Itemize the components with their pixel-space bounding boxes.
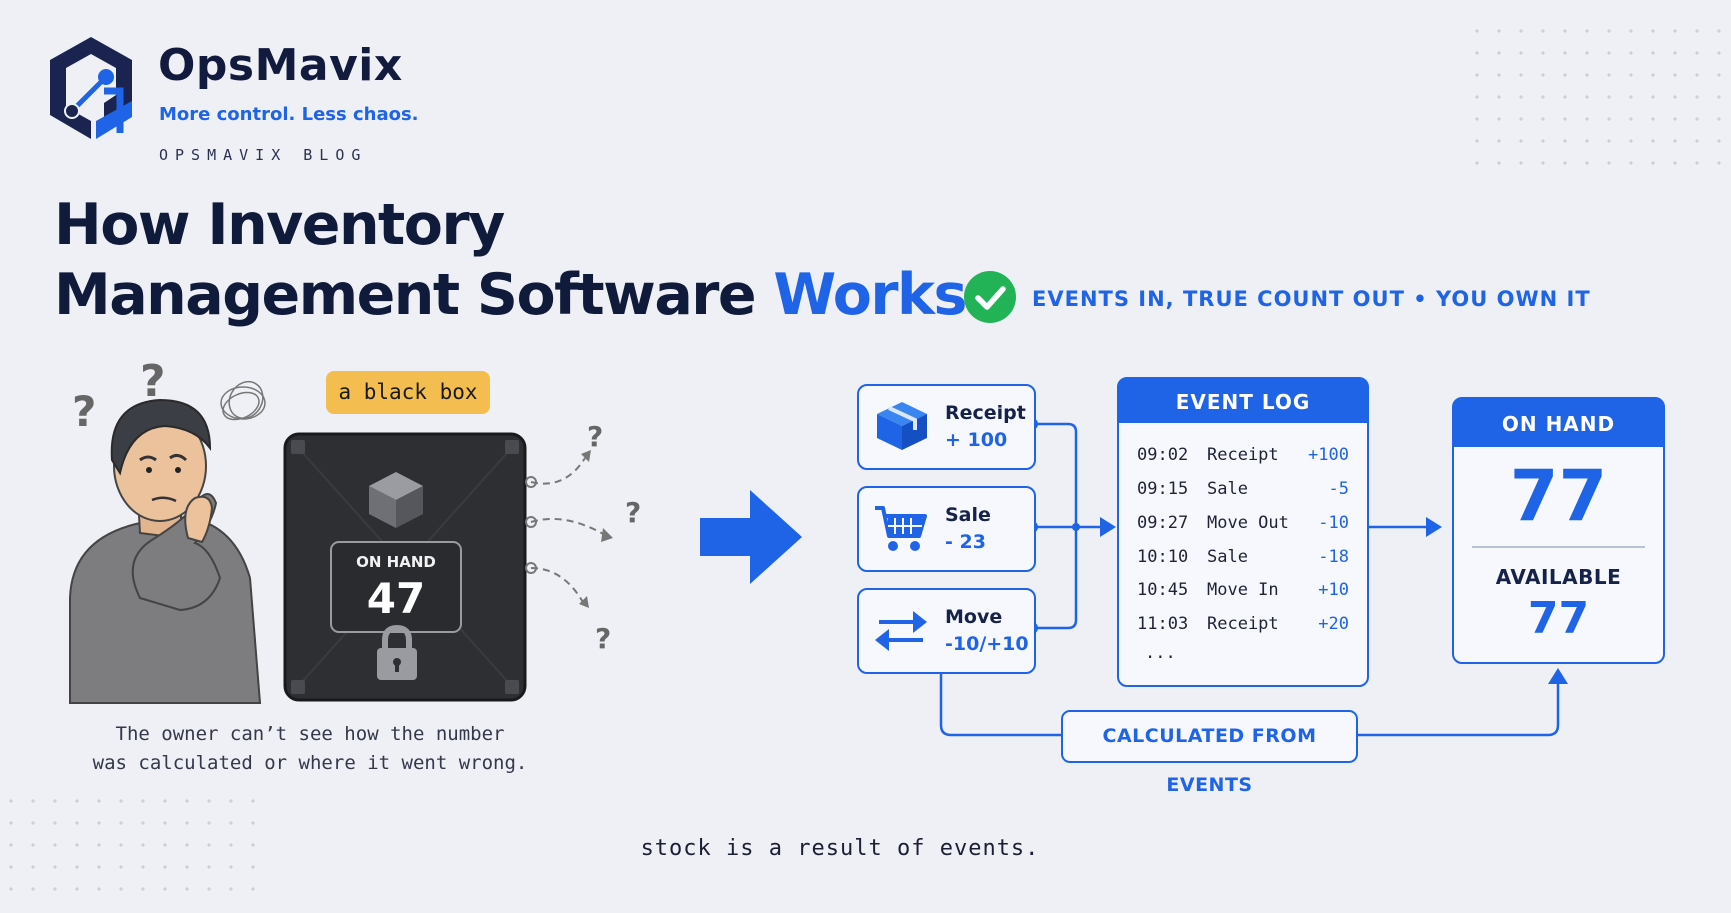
swap-arrows-icon [875,611,927,651]
event-label-sale: Sale [945,504,991,526]
event-log-ellipsis: ... [1145,643,1176,663]
svg-text:?: ? [587,420,603,453]
dot-grid-top-right [1466,20,1726,170]
available-label: AVAILABLE [1495,565,1622,589]
title-line-1: How Inventory [54,192,505,258]
black-box-tag: a black box [326,371,490,414]
dot-grid-bottom-left [0,790,260,905]
event-card-move: Move -10/+10 [857,588,1036,674]
on-hand-panel: ON HAND 77 AVAILABLE 77 [1452,397,1665,664]
title-main: Management Software [54,262,757,328]
confused-owner-illustration: ? ? [60,348,280,708]
on-hand-title: ON HAND [1454,399,1663,447]
svg-text:?: ? [140,356,166,407]
available-value: 77 [1527,593,1590,644]
svg-text:?: ? [72,387,96,436]
padlock-icon [377,624,417,680]
black-box-screen-label: ON HAND [356,553,436,571]
shopping-cart-icon [875,506,927,551]
package-icon [877,402,927,450]
big-right-arrow-icon [700,490,804,584]
page-title: How Inventory Management Software Works [54,190,967,330]
on-hand-divider [1472,546,1645,548]
event-value-move: -10/+10 [945,633,1029,655]
brand-tagline: More control. Less chaos. [159,104,419,125]
black-box-screen-value: 47 [366,574,426,623]
uncertainty-arrows: ? ? ? [525,410,655,660]
event-card-sale: Sale - 23 [857,486,1036,572]
event-value-sale: - 23 [945,531,986,553]
event-label-move: Move [945,606,1003,628]
check-circle-icon [963,270,1017,324]
calculated-from-events-label: CALCULATED FROM EVENTS [1061,710,1358,796]
cube-icon [369,472,423,528]
event-label-receipt: Receipt [945,402,1026,424]
logo-hexagon-icon [50,37,132,139]
title-line-2: Management Software Works [54,260,967,330]
event-card-receipt: Receipt + 100 [857,384,1036,470]
brand-name: OpsMavix [158,40,403,91]
event-value-receipt: + 100 [945,429,1008,451]
black-box [283,432,528,703]
svg-text:?: ? [625,496,641,529]
footer-note: stock is a result of events. [640,836,1040,861]
events-in-badge-text: EVENTS IN, TRUE COUNT OUT • YOU OWN IT [1032,287,1591,311]
brand-logo [44,33,139,143]
event-log-title: EVENT LOG [1119,379,1367,423]
blog-label: OPSMAVIX BLOG [159,146,368,164]
title-accent: Works [773,262,967,328]
caption-line-1: The owner can’t see how the number [115,723,505,745]
svg-text:?: ? [595,622,611,655]
caption-line-2: was calculated or where it went wrong. [92,752,528,774]
black-box-caption: The owner can’t see how the number was c… [60,720,560,778]
on-hand-value: 77 [1509,455,1608,537]
